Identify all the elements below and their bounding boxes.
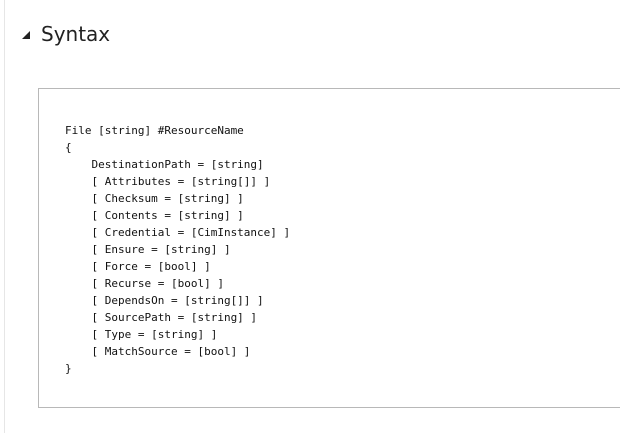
code-line: [ Attributes = [string[]] ] — [65, 175, 271, 188]
code-line: { — [65, 141, 72, 154]
code-line: [ Type = [string] ] — [65, 328, 218, 341]
code-block[interactable]: File [string] #ResourceName { Destinatio… — [38, 88, 620, 408]
left-divider — [4, 0, 5, 433]
code-line: [ Contents = [string] ] — [65, 209, 244, 222]
syntax-section-header[interactable]: Syntax — [22, 20, 110, 48]
code-line: [ MatchSource = [bool] ] — [65, 345, 251, 358]
code-lines: File [string] #ResourceName { Destinatio… — [65, 122, 290, 377]
code-line: File [string] #ResourceName — [65, 124, 244, 137]
code-line: [ Checksum = [string] ] — [65, 192, 244, 205]
code-line: [ Ensure = [string] ] — [65, 243, 231, 256]
code-line: DestinationPath = [string] — [65, 158, 264, 171]
section-title: Syntax — [41, 22, 111, 46]
code-line: } — [65, 362, 72, 375]
code-line: [ Force = [bool] ] — [65, 260, 211, 273]
code-line: [ SourcePath = [string] ] — [65, 311, 258, 324]
code-line: [ Recurse = [bool] ] — [65, 277, 224, 290]
code-line: [ DependsOn = [string[]] ] — [65, 294, 264, 307]
collapse-triangle-icon[interactable] — [22, 31, 30, 39]
code-line: [ Credential = [CimInstance] ] — [65, 226, 291, 239]
